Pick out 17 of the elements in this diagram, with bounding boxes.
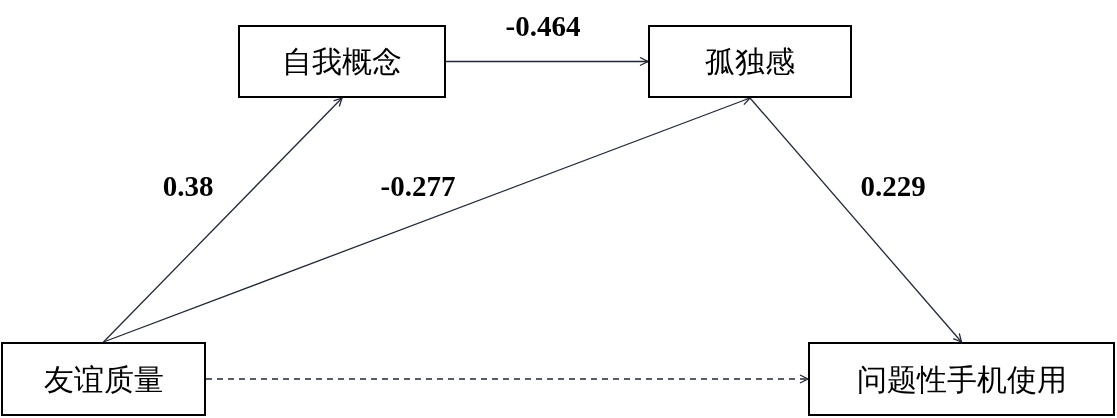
variable-box — [808, 342, 1115, 416]
edge-label: 0.38 — [161, 169, 215, 205]
arrow — [205, 374, 809, 384]
edge-label: 0.229 — [859, 169, 927, 205]
arrow — [749, 97, 963, 343]
variable-name: 问题性手机使用 — [856, 360, 1067, 399]
arrow — [445, 56, 649, 67]
variable-name: 友谊质量 — [43, 360, 164, 399]
edge-label: -0.464 — [504, 9, 582, 45]
variable-box — [238, 25, 446, 98]
edge-label: -0.277 — [379, 169, 457, 205]
variable-box — [1, 342, 206, 416]
arrow — [102, 97, 343, 343]
variable-box — [648, 25, 852, 98]
variable-name: 自我概念 — [282, 43, 402, 81]
arrow — [102, 96, 751, 343]
variable-name: 孤独感 — [705, 43, 795, 81]
